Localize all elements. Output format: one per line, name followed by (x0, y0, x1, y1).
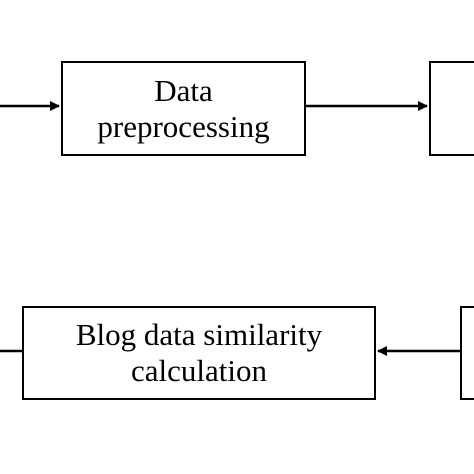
similarity-label-line1: Blog data similarity (75, 317, 323, 352)
similarity-label-line2: calculation (131, 353, 267, 388)
blog-data-similarity-box: Blog data similarity calculation (22, 306, 376, 400)
next-step-box-partial (429, 61, 474, 156)
previous-step-box-partial (460, 306, 474, 400)
data-preprocessing-label-line1: Data (154, 72, 213, 108)
data-preprocessing-box: Data preprocessing (61, 61, 306, 156)
data-preprocessing-label-line2: preprocessing (97, 108, 270, 144)
